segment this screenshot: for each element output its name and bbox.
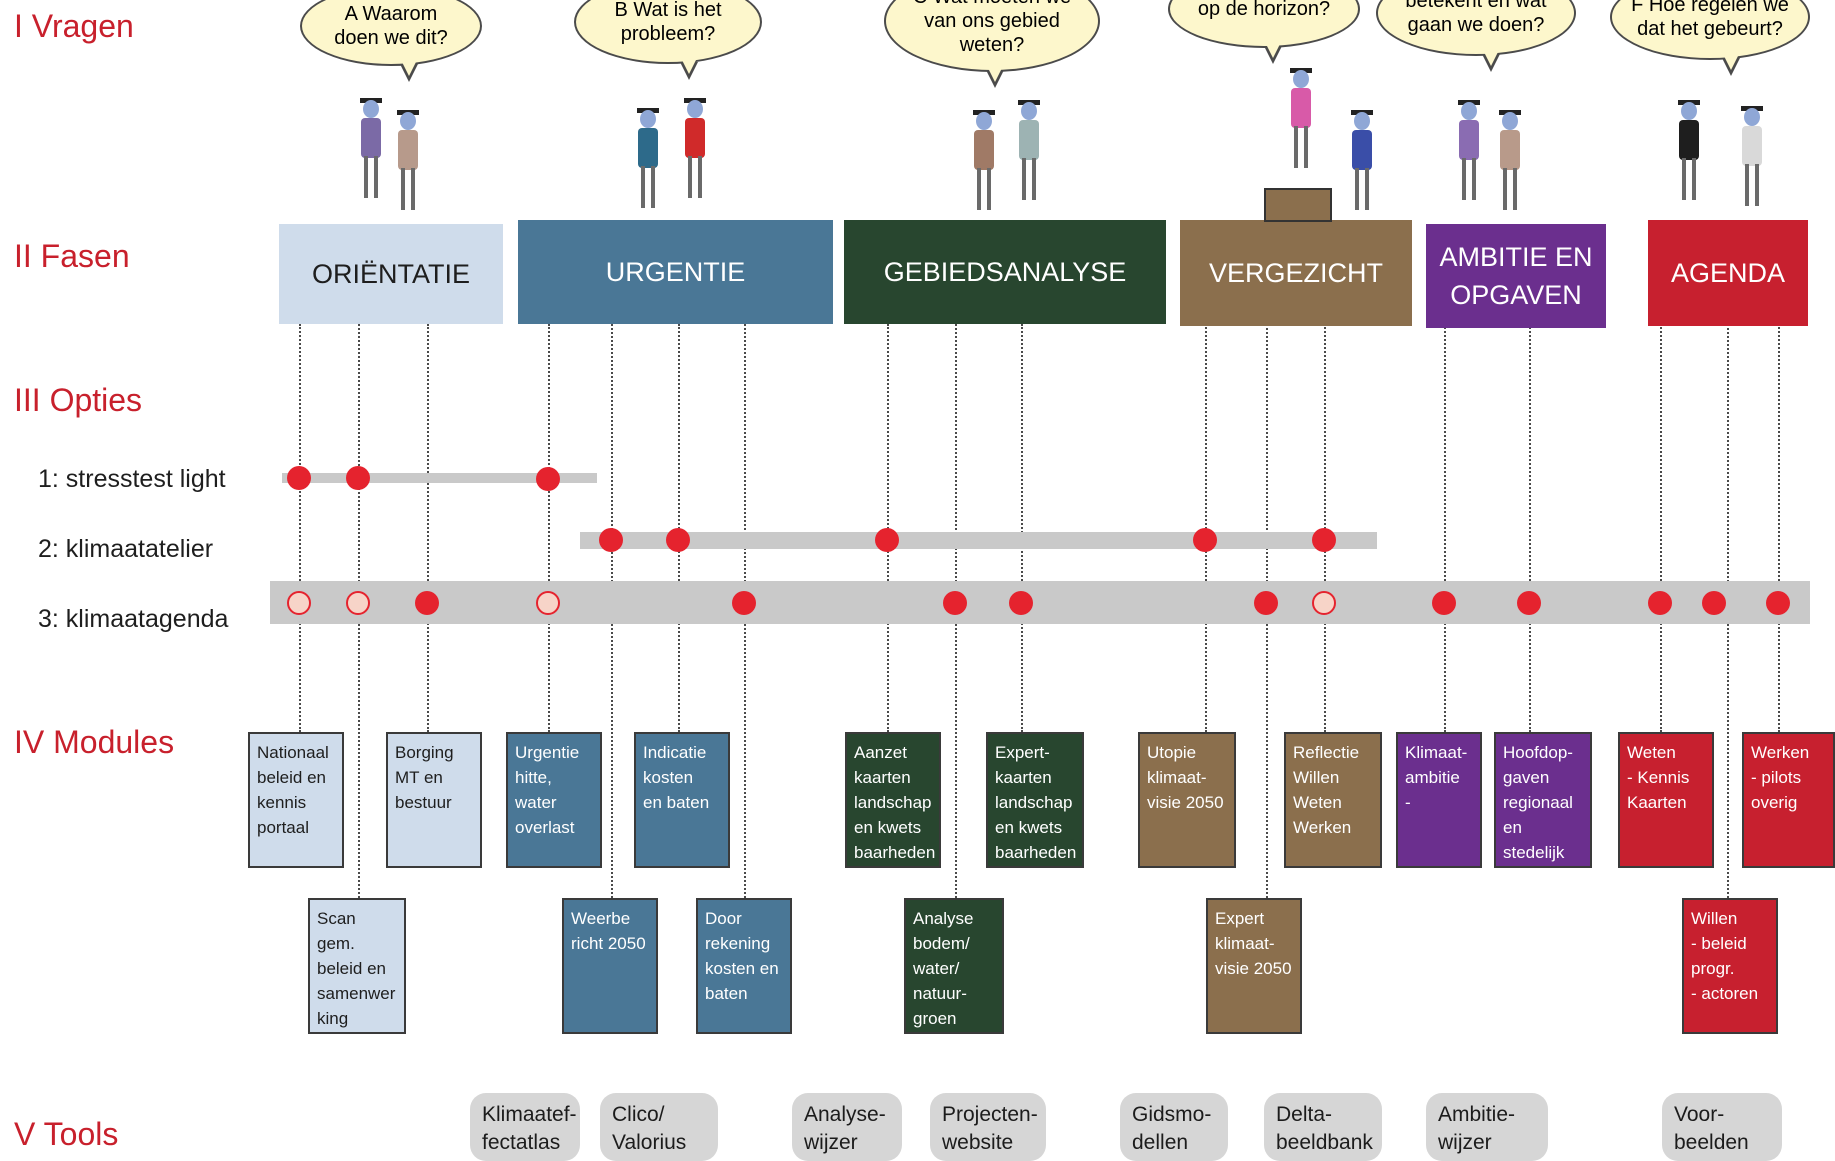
module-utopie: Utopie klimaat- visie 2050 (1138, 732, 1236, 868)
option-dot (287, 591, 311, 615)
person-figure (392, 110, 424, 220)
tool-clico-valorius: Clico/ Valorius (600, 1093, 718, 1161)
person-figure (1494, 110, 1526, 220)
person-figure (632, 108, 664, 218)
module-weerbericht: Weerbe richt 2050 (562, 898, 658, 1034)
phase-agenda: AGENDA (1648, 220, 1808, 326)
connector-line (1778, 324, 1780, 732)
bubble-tail (1484, 52, 1498, 66)
module-expert-klimaatvisie: Expert klimaat- visie 2050 (1206, 898, 1302, 1034)
module-borging-mt: Borging MT en bestuur (386, 732, 482, 868)
module-doorrekening: Door rekening kosten en baten (696, 898, 792, 1034)
connector-line (299, 324, 301, 732)
connector-line (1529, 324, 1531, 732)
tool-projectenwebsite: Projecten- website (930, 1093, 1046, 1161)
phase-gebiedsanalyse: GEBIEDSANALYSE (844, 220, 1166, 324)
option-label-klimaatatelier: 2: klimaatatelier (38, 535, 214, 563)
connector-line (548, 324, 550, 732)
connector-line (1444, 324, 1446, 732)
question-bubble-b: B Wat is het probleem? (574, 0, 762, 64)
option-dot (1432, 591, 1456, 615)
option-dot (1254, 591, 1278, 615)
option-dot (1517, 591, 1541, 615)
module-scan-gem-beleid: Scan gem. beleid en samenwer king (308, 898, 406, 1034)
option-dot (287, 466, 311, 490)
module-reflectie: Reflectie Willen Weten Werken (1284, 732, 1382, 868)
module-expertkaarten: Expert- kaarten landschap en kwets baarh… (986, 732, 1084, 868)
phase-vergezicht: VERGEZICHT (1180, 220, 1412, 326)
option-dot (1312, 528, 1336, 552)
person-figure (356, 98, 386, 218)
option-dot (536, 467, 560, 491)
bubble-tail (1266, 44, 1280, 58)
row-label-opties: III Opties (14, 382, 143, 418)
option-dot (1648, 591, 1672, 615)
tool-voorbeelden: Voor- beelden (1662, 1093, 1782, 1161)
bubble-tail (1724, 56, 1738, 70)
tool-analysewijzer: Analyse- wijzer (792, 1093, 902, 1161)
option-dot (1312, 591, 1336, 615)
option-label-stresstest: 1: stresstest light (38, 465, 226, 493)
option-label-klimaatagenda: 3: klimaatagenda (38, 605, 229, 633)
person-figure (1736, 106, 1768, 220)
row-label-vragen: I Vragen (14, 8, 134, 44)
option-bar-klimaatatelier (580, 532, 1377, 549)
option-dot (666, 528, 690, 552)
bubble-tail (988, 68, 1002, 82)
question-bubble-e: betekent en wat gaan we doen? (1376, 0, 1576, 56)
person-figure (680, 98, 710, 218)
phase-orientatie: ORIËNTATIE (279, 224, 503, 324)
phase-urgentie: URGENTIE (518, 220, 833, 324)
tool-deltabeeldbank: Delta- beeldbank (1264, 1093, 1382, 1161)
question-bubble-f: F Hoe regelen we dat het gebeurt? (1610, 0, 1810, 60)
tool-ambitiewijzer: Ambitie- wijzer (1426, 1093, 1548, 1161)
option-dot (1766, 591, 1790, 615)
option-bar-klimaatagenda (270, 581, 1810, 624)
module-willen: Willen - beleid progr. - actoren (1682, 898, 1778, 1034)
option-dot (732, 591, 756, 615)
connector-line (427, 324, 429, 732)
tool-gidsmodellen: Gidsmo- dellen (1120, 1093, 1228, 1161)
person-figure (1014, 100, 1044, 220)
module-aanzet-kaarten: Aanzet kaarten landschap en kwets baarhe… (845, 732, 941, 868)
option-dot (1193, 528, 1217, 552)
option-dot (1702, 591, 1726, 615)
option-dot (943, 591, 967, 615)
person-figure (1674, 100, 1704, 220)
option-dot (599, 528, 623, 552)
option-dot (346, 591, 370, 615)
question-bubble-a: A Waarom doen we dit? (300, 0, 482, 66)
option-dot (536, 591, 560, 615)
podium (1264, 188, 1332, 222)
question-bubble-c: C Wat moeten we van ons gebied weten? (884, 0, 1100, 72)
bubble-tail (682, 60, 696, 74)
module-nationaal-beleid: Nationaal beleid en kennis portaal (248, 732, 344, 868)
row-label-modules: IV Modules (14, 724, 175, 760)
option-dot (1009, 591, 1033, 615)
module-klimaatambitie: Klimaat- ambitie - (1396, 732, 1482, 868)
connector-line (1660, 324, 1662, 732)
question-bubble-d: op de horizon? (1168, 0, 1360, 48)
option-dot (415, 591, 439, 615)
option-dot (346, 466, 370, 490)
module-werken: Werken - pilots overig (1742, 732, 1835, 868)
person-figure (968, 110, 1000, 220)
person-figure (1346, 110, 1378, 220)
person-figure (1454, 100, 1484, 220)
person-figure (1286, 68, 1316, 188)
row-label-tools: V Tools (14, 1116, 119, 1152)
module-weten: Weten - Kennis Kaarten (1618, 732, 1714, 868)
option-dot (875, 528, 899, 552)
module-analyse-bodem: Analyse bodem/ water/ natuur- groen (904, 898, 1004, 1034)
connector-line (1021, 324, 1023, 732)
module-hoofdopgaven: Hoofdop- gaven regionaal en stedelijk (1494, 732, 1592, 868)
module-urgentie-hitte: Urgentie hitte, water overlast (506, 732, 602, 868)
phase-ambitie-en-opgaven: AMBITIE EN OPGAVEN (1426, 224, 1606, 328)
module-indicatie-kosten: Indicatie kosten en baten (634, 732, 730, 868)
row-label-fasen: II Fasen (14, 238, 130, 274)
tool-klimaateffectatlas: Klimaatef- fectatlas (470, 1093, 580, 1161)
bubble-tail (402, 62, 416, 76)
option-bar-stresstest (282, 473, 597, 483)
